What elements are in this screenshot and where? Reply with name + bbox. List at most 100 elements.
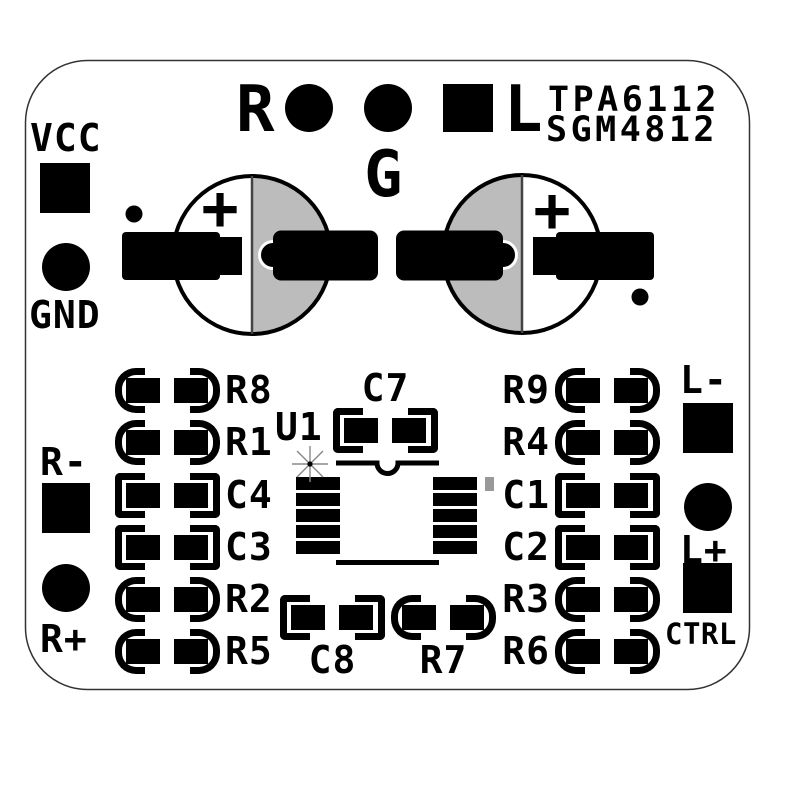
smd-pad <box>614 483 648 508</box>
left-cap-outer-pad <box>122 232 220 280</box>
footprint-r4: R4 <box>502 420 660 465</box>
smd-pad <box>614 378 648 403</box>
silk-bracket <box>555 473 585 518</box>
ref-label-c4: C4 <box>225 473 273 517</box>
footprint-r1: R1 <box>115 420 272 465</box>
silk-bracket <box>190 420 220 465</box>
ref-label-r9: R9 <box>502 368 550 412</box>
ctrl-pad <box>683 563 732 613</box>
left-input-pads <box>683 403 733 613</box>
smd-pad <box>614 587 648 612</box>
silk-bracket <box>555 368 585 413</box>
smd-pad <box>174 535 208 560</box>
origin-star-center <box>307 461 313 467</box>
ref-label-c1: C1 <box>502 473 550 517</box>
ic-right-pins <box>433 477 477 554</box>
ic-footprint <box>292 446 494 565</box>
smd-pad <box>566 430 600 455</box>
smd-pad <box>450 605 484 630</box>
ground-pad <box>364 84 412 132</box>
silk-bracket <box>190 473 220 518</box>
gnd-label: GND <box>29 293 101 337</box>
ref-label-r8: R8 <box>225 368 273 412</box>
smd-pad <box>174 378 208 403</box>
ref-label-r7: R7 <box>419 638 468 682</box>
smd-pad <box>174 483 208 508</box>
ctrl-label: CTRL <box>665 617 737 651</box>
smd-pad <box>566 639 600 664</box>
smd-pad <box>174 587 208 612</box>
board-outline <box>24 59 751 691</box>
smd-pad <box>566 378 600 403</box>
silk-bracket <box>115 629 145 674</box>
silk-bracket <box>630 368 660 413</box>
ref-label-r2: R2 <box>225 577 273 621</box>
right-cap-inner-pad <box>396 230 503 281</box>
silk-bracket <box>280 595 310 640</box>
left-channel-pad <box>443 84 493 132</box>
ref-label-c7: C7 <box>361 366 410 410</box>
footprint-r8: R8 <box>115 368 272 413</box>
left-cap-hole-ring <box>258 240 274 270</box>
smd-pad <box>614 430 648 455</box>
smd-pad <box>402 605 436 630</box>
footprint-r5: R5 <box>115 629 272 674</box>
ref-label-r3: R3 <box>502 577 550 621</box>
power-pads <box>40 163 90 291</box>
smd-pad <box>126 587 160 612</box>
right-cap-outer-pad <box>556 232 654 280</box>
ref-label-c2: C2 <box>502 525 550 569</box>
ic-left-pins <box>296 477 340 554</box>
silk-bracket <box>555 629 585 674</box>
capacitor-pads <box>122 230 654 281</box>
pin1-marker-square <box>485 477 494 491</box>
silk-bracket <box>333 408 363 453</box>
silk-bracket <box>555 420 585 465</box>
r-plus-pad <box>42 564 90 612</box>
silk-bracket <box>555 525 585 570</box>
smd-pad <box>174 639 208 664</box>
ic-ref-label: U1 <box>275 405 323 449</box>
ic-bottom-edge <box>336 560 439 565</box>
footprint-r6: R6 <box>502 629 660 674</box>
smd-pad <box>126 535 160 560</box>
smd-pad <box>126 639 160 664</box>
footprint-r7: R7 <box>391 595 496 679</box>
footprint-r9: R9 <box>502 368 660 413</box>
silk-bracket <box>115 368 145 413</box>
l-plus-pad <box>684 483 732 531</box>
footprint-c4: C4 <box>115 473 272 518</box>
left-capacitor-plus-mark: + <box>201 172 238 245</box>
silk-bracket <box>630 525 660 570</box>
r-plus-label: R+ <box>40 617 88 661</box>
footprint-c8: C8 <box>280 595 385 679</box>
right-channel-label: R <box>236 73 275 147</box>
l-minus-pad <box>683 403 733 453</box>
silk-bracket <box>115 525 145 570</box>
title-line-1: TPA6112 <box>548 80 721 120</box>
ground-label: G <box>364 138 403 212</box>
silk-bracket <box>190 577 220 622</box>
title-line-2: SGM4812 <box>546 110 719 150</box>
silk-bracket <box>190 368 220 413</box>
footprint-r3: R3 <box>502 577 660 622</box>
smd-pad <box>126 378 160 403</box>
smd-pad <box>566 587 600 612</box>
silk-bracket <box>355 595 385 640</box>
silk-bracket <box>391 595 421 640</box>
footprint-c3: C3 <box>115 525 272 570</box>
silk-bracket <box>408 408 438 453</box>
right-capacitor-plus-mark: + <box>533 174 570 247</box>
footprint-c1: C1 <box>502 473 660 518</box>
header-pads <box>285 84 493 132</box>
ic-top-edge-with-notch <box>336 460 439 476</box>
silk-bracket <box>190 525 220 570</box>
ref-label-r6: R6 <box>502 629 550 673</box>
vcc-label: VCC <box>30 116 102 160</box>
left-cap-inner-pad <box>273 230 378 281</box>
smd-pad <box>566 483 600 508</box>
fiducial-dot-right <box>631 288 649 306</box>
ref-label-r5: R5 <box>225 629 273 673</box>
